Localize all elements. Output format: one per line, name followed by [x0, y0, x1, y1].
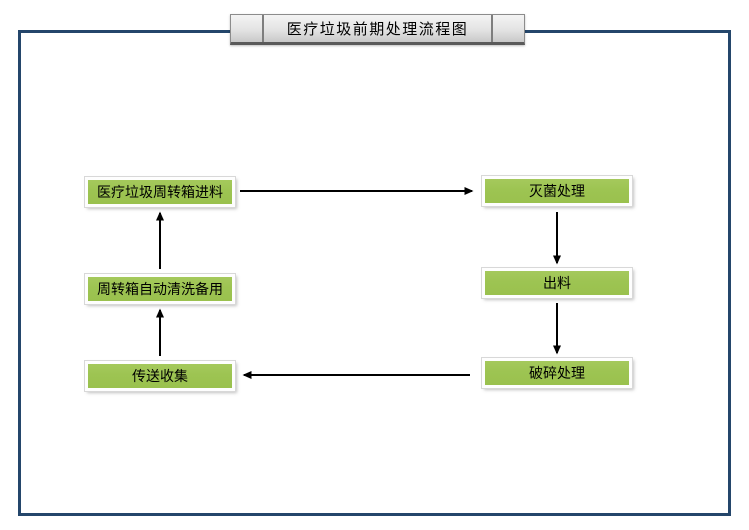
- flow-node-feed: 医疗垃圾周转箱进料: [84, 176, 236, 208]
- flow-node-clean: 周转箱自动清洗备用: [84, 273, 236, 305]
- diagram-title: 医疗垃圾前期处理流程图: [286, 20, 469, 38]
- flow-node-discharge-label: 出料: [543, 276, 571, 292]
- title-tab-right-segment: [491, 15, 524, 42]
- title-tab-left-segment: [231, 15, 264, 42]
- diagram-title-tab: 医疗垃圾前期处理流程图: [230, 14, 525, 45]
- flow-node-sterilize-label: 灭菌处理: [529, 184, 585, 200]
- flow-node-discharge: 出料: [481, 267, 633, 299]
- flow-node-crush-label: 破碎处理: [529, 366, 585, 382]
- flow-node-convey: 传送收集: [84, 360, 236, 392]
- flow-node-clean-label: 周转箱自动清洗备用: [97, 282, 223, 298]
- flow-node-feed-label: 医疗垃圾周转箱进料: [97, 185, 223, 201]
- flow-node-crush: 破碎处理: [481, 357, 633, 389]
- flow-node-convey-label: 传送收集: [132, 369, 188, 385]
- flow-node-sterilize: 灭菌处理: [481, 175, 633, 207]
